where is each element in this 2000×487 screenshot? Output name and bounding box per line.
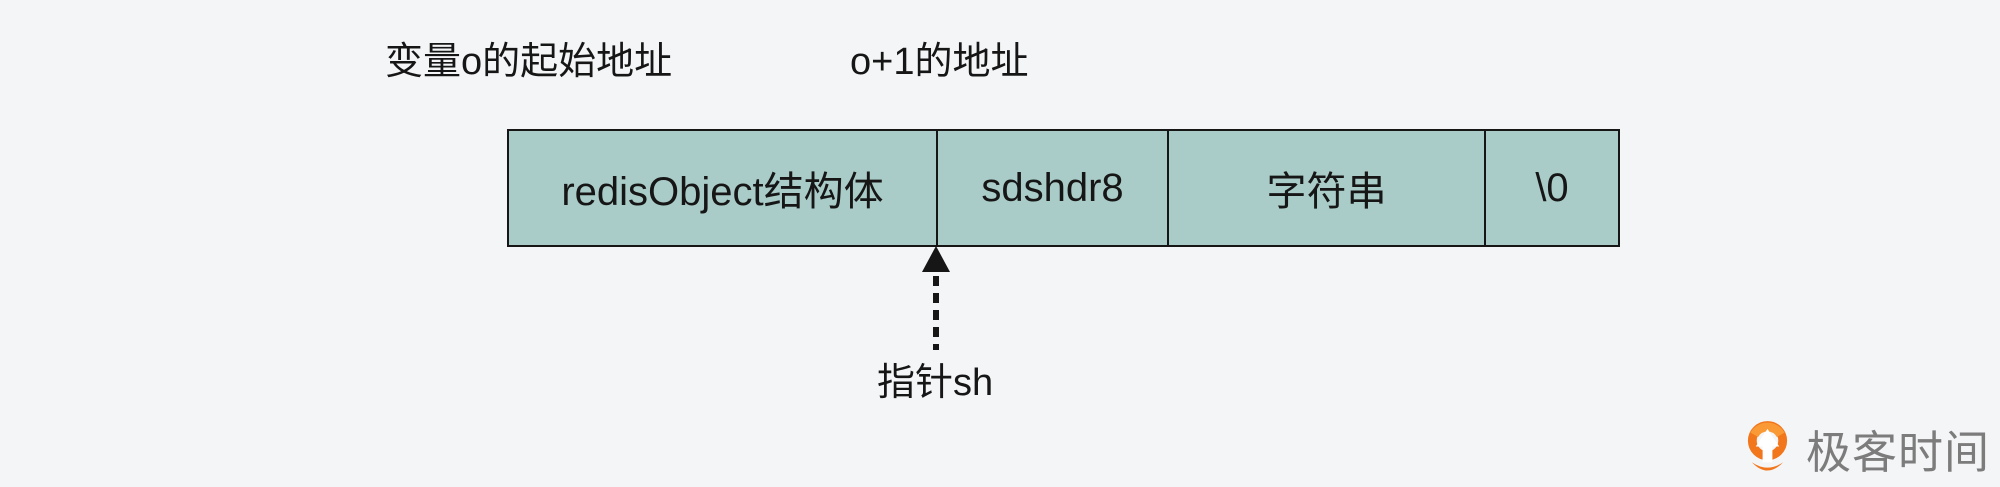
geektime-logo: 极客时间 xyxy=(1744,412,1990,484)
dashed-arrow-up-icon xyxy=(922,246,950,350)
memory-layout-bar: redisObject结构体 sdshdr8 字符串 \0 xyxy=(507,129,1620,247)
label-var-o-start-address: 变量o的起始地址 xyxy=(385,41,673,83)
memory-cell-nul-terminator: \0 xyxy=(1484,131,1618,245)
memory-cell-sdshdr8: sdshdr8 xyxy=(936,131,1167,245)
label-o-plus-1-address: o+1的地址 xyxy=(850,41,1029,83)
geektime-logo-text: 极客时间 xyxy=(1806,426,1991,478)
memory-cell-string: 字符串 xyxy=(1167,131,1484,245)
memory-cell-redisobject-struct: redisObject结构体 xyxy=(509,131,936,245)
geektime-logo-icon xyxy=(1747,420,1788,471)
label-pointer-sh: 指针sh xyxy=(877,362,994,404)
